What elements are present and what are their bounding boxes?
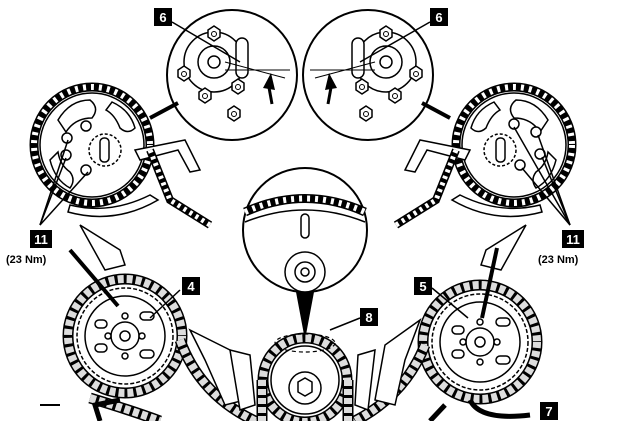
callout-6-right: 6 <box>359 8 448 63</box>
callout-6-left: 6 <box>154 8 241 63</box>
callout-5-label: 5 <box>419 279 426 294</box>
callout-6-left-label: 6 <box>159 10 166 25</box>
callout-6-right-label: 6 <box>435 10 442 25</box>
callout-8-label: 8 <box>365 310 372 325</box>
detail-circle-center <box>242 167 368 340</box>
callout-11-left: 11 (23 Nm) <box>6 230 52 266</box>
callout-4-label: 4 <box>187 279 195 294</box>
callout-11-right: 11 (23 Nm) <box>538 230 584 266</box>
detail-circle-left <box>149 9 298 141</box>
left-sprocket-4 <box>62 248 258 421</box>
detail-circle-right <box>302 9 451 141</box>
right-sprocket-5 <box>352 247 543 421</box>
right-camshaft-sprocket <box>393 82 577 271</box>
callout-11-left-label: 11 <box>34 232 48 247</box>
callout-11-right-label: 11 <box>566 232 580 247</box>
callout-7: 7 <box>540 402 558 420</box>
left-camshaft-sprocket <box>29 82 213 271</box>
callout-4: 4 <box>182 277 200 295</box>
torque-spec-left: (23 Nm) <box>6 254 47 266</box>
callout-8: 8 <box>360 308 378 326</box>
torque-spec-right: (23 Nm) <box>538 254 579 266</box>
callout-5: 5 <box>414 277 432 295</box>
crankshaft-sprocket <box>40 317 376 421</box>
callout-7-label: 7 <box>545 404 552 419</box>
